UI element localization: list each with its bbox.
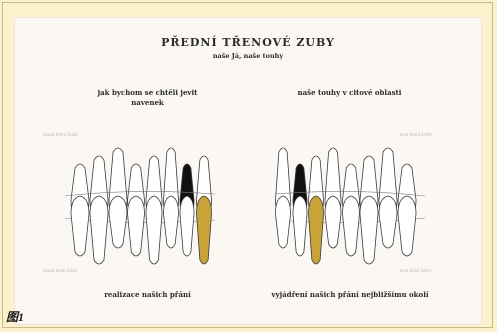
figure-label: 图1	[6, 308, 24, 325]
lower-tooth	[109, 196, 127, 248]
lower-tooth	[325, 196, 341, 248]
lower-tooth	[293, 196, 307, 256]
lower-tooth	[146, 196, 162, 264]
teeth-diagram	[15, 18, 481, 324]
lower-tooth	[398, 196, 416, 256]
lower-tooth	[128, 196, 145, 256]
lower-tooth	[180, 196, 194, 256]
lower-tooth	[309, 196, 324, 264]
lower-tooth	[276, 196, 291, 248]
diagram-card: PŘEDNÍ TŘENOVÉ ZUBY naše Já, naše touhy …	[15, 18, 481, 324]
lower-tooth	[360, 196, 378, 264]
lower-tooth	[71, 196, 89, 256]
lower-tooth	[379, 196, 397, 248]
lower-tooth	[197, 196, 212, 264]
lower-tooth	[90, 196, 108, 264]
lower-tooth	[343, 196, 360, 256]
lower-arch	[71, 196, 416, 264]
lower-tooth	[164, 196, 179, 248]
